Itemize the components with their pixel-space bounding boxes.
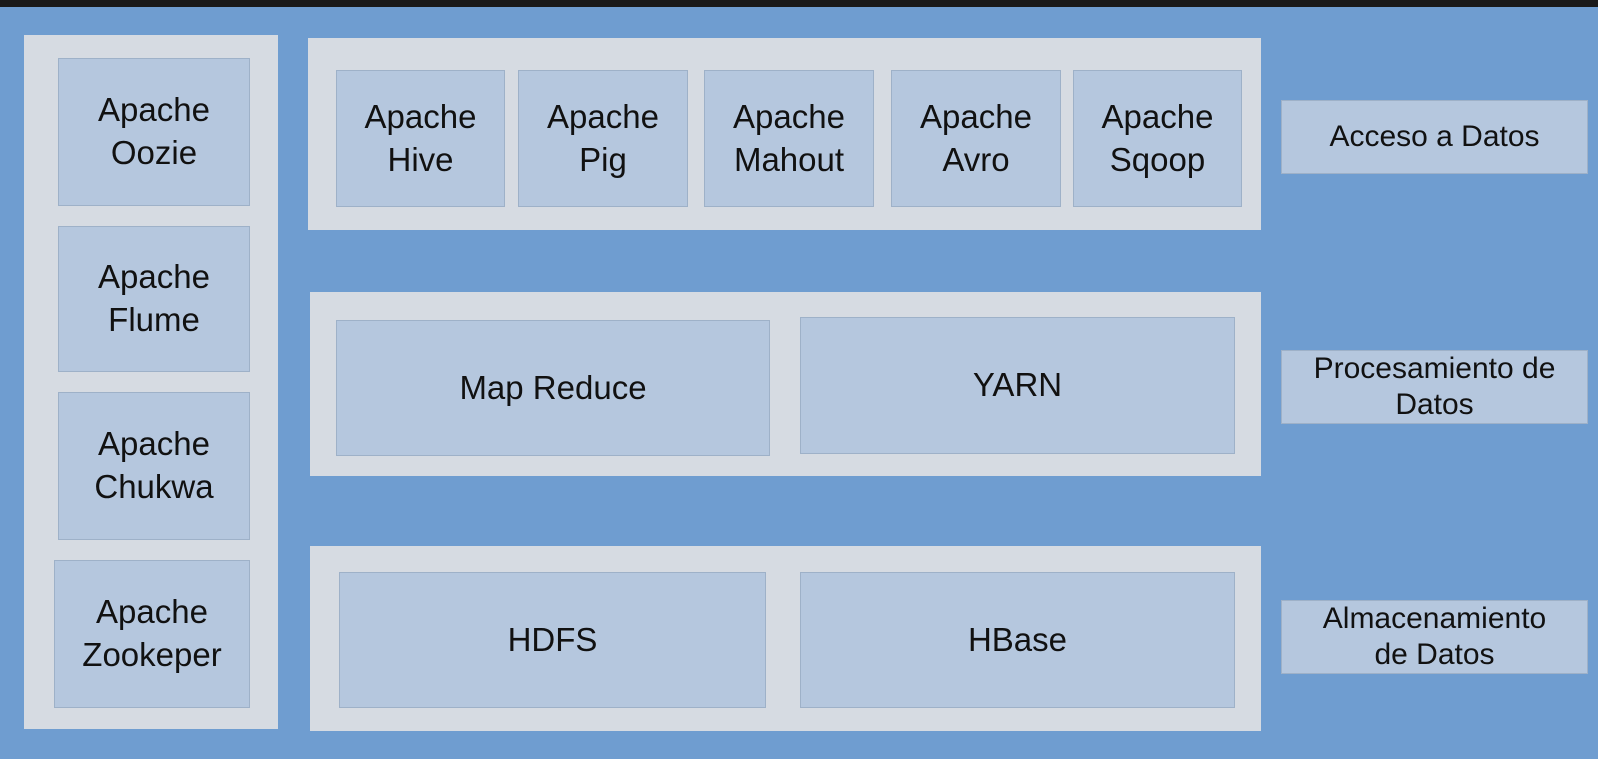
mahout-box: Apache Mahout [704,70,874,207]
processing-layer-caption: Procesamiento de Datos [1281,350,1588,424]
storage-layer-caption: Almacenamiento de Datos [1281,600,1588,674]
map-reduce-box: Map Reduce [336,320,770,456]
pig-box: Apache Pig [518,70,688,207]
yarn-box: YARN [800,317,1235,454]
zookeper-box: Apache Zookeper [54,560,250,708]
flume-box: Apache Flume [58,226,250,372]
avro-box: Apache Avro [891,70,1061,207]
access-layer-caption: Acceso a Datos [1281,100,1588,174]
chukwa-box: Apache Chukwa [58,392,250,540]
oozie-box: Apache Oozie [58,58,250,206]
sqoop-box: Apache Sqoop [1073,70,1242,207]
hbase-box: HBase [800,572,1235,708]
hive-box: Apache Hive [336,70,505,207]
hdfs-box: HDFS [339,572,766,708]
top-bar [0,0,1598,7]
